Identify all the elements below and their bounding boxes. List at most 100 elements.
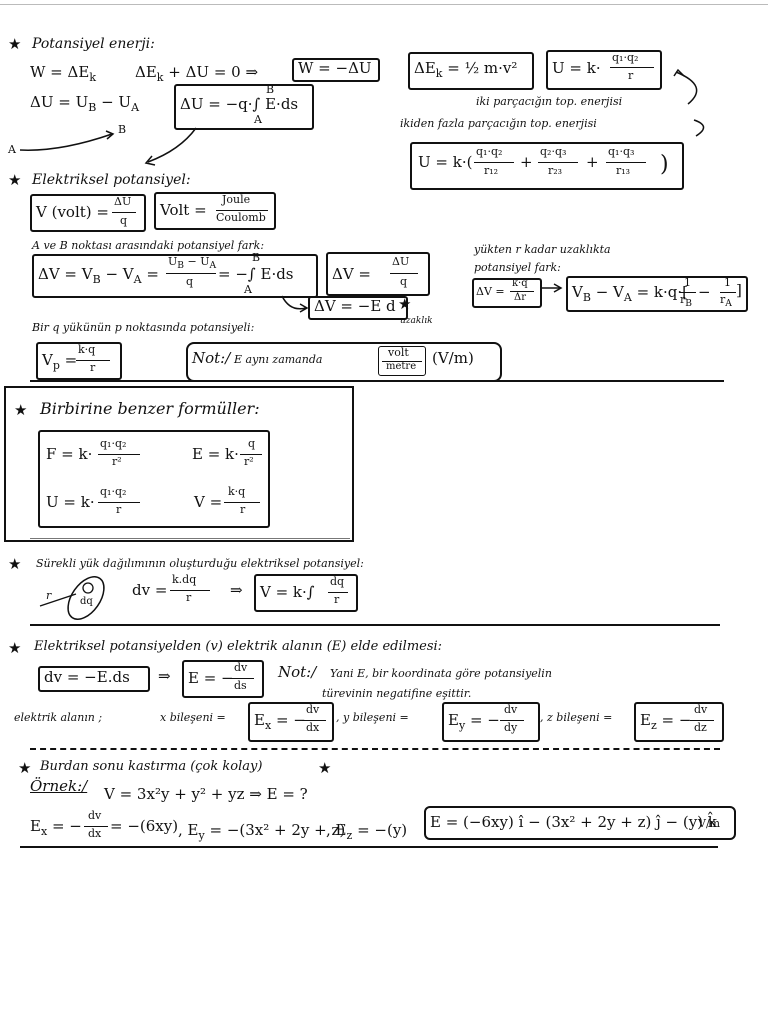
pd-term2-den: rA bbox=[720, 293, 732, 310]
pd-den: q bbox=[186, 275, 194, 288]
multi-term1-den: r₁₂ bbox=[484, 164, 499, 177]
example-section-title: Burdan sonu kastırma (çok kolay) bbox=[40, 759, 263, 774]
example-ez-value: , Ez = −(y) bbox=[326, 821, 408, 842]
continuous-potential-num: dq bbox=[330, 575, 345, 588]
field-distance-text: ΔV = −E d bbox=[314, 297, 396, 315]
ez-box bbox=[634, 702, 724, 742]
point-potential-num: k·q bbox=[78, 343, 96, 356]
two-particle-energy-box bbox=[546, 50, 662, 90]
field-components-label: elektrik alanın ; bbox=[14, 711, 103, 724]
point-charge-pd-box bbox=[566, 276, 748, 312]
star-icon: ★ bbox=[318, 759, 332, 777]
fraction-bar bbox=[240, 454, 262, 455]
similar-formulas-box bbox=[38, 430, 270, 528]
energy-conservation: ΔEk + ΔU = 0 ⇒ bbox=[135, 63, 259, 84]
note-label: Not:/ bbox=[192, 349, 231, 367]
fraction-bar bbox=[98, 454, 140, 455]
field-den: r² bbox=[244, 455, 254, 468]
point-b-label: B bbox=[118, 123, 127, 136]
pd-short-lhs: ΔV = bbox=[332, 265, 372, 283]
pd-minus: − bbox=[698, 283, 711, 301]
ex-lhs: Ex = − bbox=[254, 711, 306, 732]
delta-u-equation: ΔU = UB − UA bbox=[30, 93, 140, 114]
plus-sign: + bbox=[586, 153, 599, 171]
field-lhs: E = k· bbox=[192, 445, 239, 463]
note-multi-particle: ikiden fazla parçacığın top. enerjisi bbox=[400, 117, 597, 130]
note-derivative-text2: türevinin negatifine eşittir. bbox=[322, 687, 472, 700]
continuous-potential-box bbox=[254, 574, 358, 612]
coulomb-force-den: r² bbox=[112, 455, 122, 468]
star-icon: ★ bbox=[18, 759, 32, 777]
point-a-label: A bbox=[8, 143, 16, 156]
fraction-bar bbox=[166, 273, 216, 274]
note-derivative-text1: Yani E, bir koordinata göre potansiyelin bbox=[330, 667, 552, 680]
example-result-box bbox=[424, 806, 736, 840]
implies-arrow: ⇒ bbox=[158, 667, 171, 685]
field-from-potential-title: Elektriksel potansiyelden (v) elektrik a… bbox=[34, 639, 443, 654]
pd-differential-lhs: ΔV = bbox=[476, 285, 505, 298]
similar-formulas-frame bbox=[4, 386, 354, 542]
point-charge-pd-note2: potansiyel fark: bbox=[474, 261, 561, 274]
volt-def-box bbox=[154, 192, 276, 230]
kinetic-energy-text: ΔEk = ½ m·v² bbox=[414, 59, 518, 80]
field-derivative-box bbox=[182, 660, 264, 698]
section-potansiyel-enerji-title: Potansiyel enerji: bbox=[32, 36, 155, 52]
dashed-divider bbox=[30, 748, 720, 750]
ez-num: dv bbox=[694, 703, 708, 716]
potential-lhs: V = bbox=[194, 493, 223, 511]
fraction-bar bbox=[98, 502, 140, 503]
potential-num: k·q bbox=[228, 485, 246, 498]
potential-den: r bbox=[240, 503, 246, 516]
ey-num: dv bbox=[504, 703, 518, 716]
pd-integral-upper: B bbox=[252, 251, 261, 264]
pd-short-num: ΔU bbox=[392, 255, 410, 268]
y-component-label: , y bileşeni = bbox=[336, 711, 409, 724]
multi-term3-den: r₁₃ bbox=[616, 164, 631, 177]
two-particle-energy-num: q₁·q₂ bbox=[612, 51, 639, 64]
fraction-bar bbox=[382, 361, 422, 362]
pd-integral-lower: A bbox=[244, 283, 252, 296]
fraction-bar bbox=[690, 720, 714, 721]
pd-term2-num: 1 bbox=[724, 276, 731, 289]
potential-def-box bbox=[30, 194, 146, 232]
potential-difference-box bbox=[32, 254, 318, 298]
multi-term2-den: r₂₃ bbox=[548, 164, 563, 177]
multi-term1-num: q₁·q₂ bbox=[476, 145, 503, 158]
distance-note: uzaklık bbox=[400, 316, 433, 326]
field-distance-box bbox=[308, 296, 408, 320]
ey-den: dy bbox=[504, 721, 518, 734]
fraction-bar bbox=[84, 826, 108, 827]
note-field-text: E aynı zamanda bbox=[234, 353, 323, 366]
pd-short-box bbox=[326, 252, 430, 296]
volt-metre-unit: (V/m) bbox=[432, 349, 474, 367]
pd-integral: = −∫ E·ds bbox=[218, 265, 294, 283]
multi-close-paren: ) bbox=[660, 152, 669, 177]
two-particle-energy-lhs: U = k· bbox=[552, 59, 601, 77]
top-rule bbox=[0, 4, 768, 5]
pd-differential-box bbox=[472, 278, 542, 308]
fraction-bar bbox=[224, 502, 260, 503]
continuous-potential-den: r bbox=[334, 593, 340, 606]
pd-close-bracket: ] bbox=[736, 281, 742, 299]
section-divider bbox=[30, 380, 724, 382]
z-component-label: , z bileşeni = bbox=[540, 711, 613, 724]
dv-field-text: dv = −E.ds bbox=[44, 668, 130, 686]
multi-term3-num: q₁·q₃ bbox=[608, 145, 635, 158]
kinetic-energy-box bbox=[408, 52, 534, 90]
section-divider bbox=[30, 624, 720, 626]
example-given: V = 3x²y + y² + yz ⇒ E = ? bbox=[104, 785, 308, 803]
volt-def-num: Joule bbox=[222, 193, 251, 206]
energy-lhs: U = k· bbox=[46, 493, 95, 511]
fraction-bar bbox=[170, 590, 210, 591]
work-box bbox=[292, 58, 380, 82]
section-divider bbox=[30, 538, 350, 539]
volt-metre-den: metre bbox=[386, 361, 417, 372]
section-elektriksel-potansiyel-title: Elektriksel potansiyel: bbox=[32, 172, 191, 188]
coulomb-force-lhs: F = k· bbox=[46, 445, 93, 463]
multi-energy-lhs: U = k·( bbox=[418, 153, 473, 171]
x-component-label: x bileşeni = bbox=[160, 711, 226, 724]
fraction-bar bbox=[328, 592, 348, 593]
point-potential-den: r bbox=[90, 361, 96, 374]
work-equation: W = ΔEk bbox=[30, 63, 96, 84]
